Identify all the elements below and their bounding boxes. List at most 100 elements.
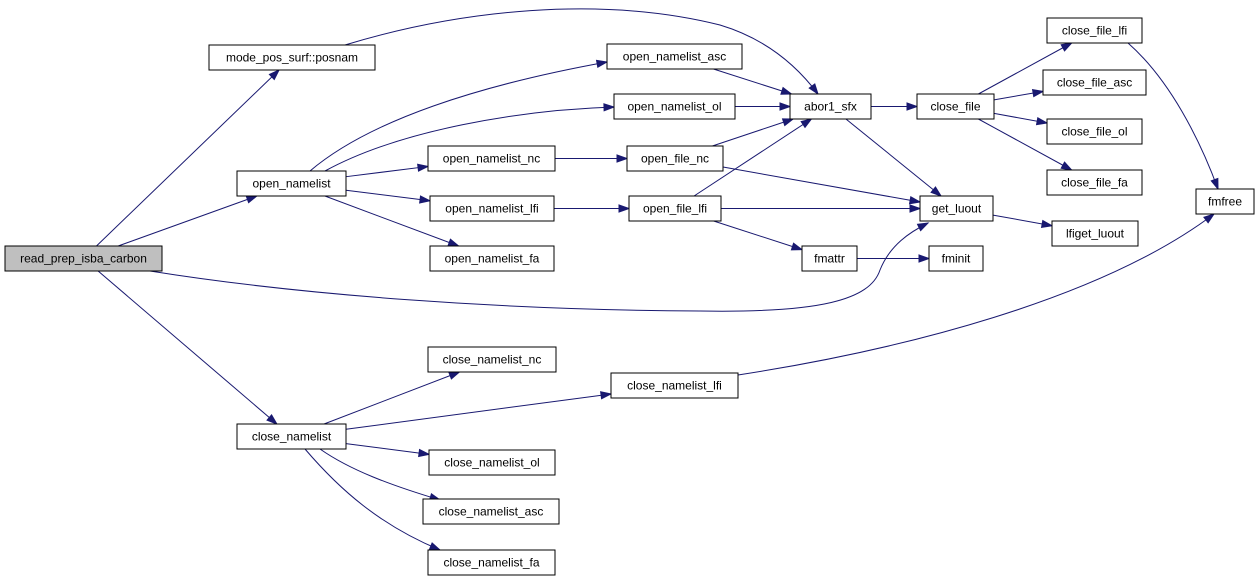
node-read-prep-isba-carbon[interactable]: read_prep_isba_carbon (4, 245, 163, 272)
node-open-namelist-fa[interactable]: open_namelist_fa (429, 245, 555, 272)
node-box[interactable] (236, 170, 347, 197)
node-box[interactable] (427, 549, 556, 576)
node-label: close_file_asc (1057, 76, 1132, 90)
node-open-namelist[interactable]: open_namelist (236, 170, 347, 197)
arrowhead (419, 195, 432, 204)
arrowhead (595, 59, 609, 69)
arrowhead (918, 254, 931, 263)
node-label: open_namelist_nc (443, 152, 540, 166)
node-label: close_namelist_ol (444, 456, 539, 470)
node-open-file-nc[interactable]: open_file_nc (626, 145, 724, 172)
edge-line (117, 195, 258, 247)
node-box[interactable] (1046, 118, 1143, 145)
edge-open_namelist-to-open_namelist_asc (309, 59, 609, 172)
node-box[interactable] (236, 423, 347, 450)
edge-read_prep_isba_carbon-to-open_namelist (117, 195, 259, 247)
node-box[interactable] (613, 93, 736, 120)
node-fminit[interactable]: fminit (928, 245, 984, 272)
node-box[interactable] (919, 195, 994, 222)
node-abor1-sfx[interactable]: abor1_sfx (789, 93, 872, 120)
arrowhead (266, 413, 279, 425)
node-close-namelist-ol[interactable]: close_namelist_ol (428, 449, 556, 476)
edge-line (1127, 42, 1219, 190)
node-mode-pos-surf-posnam[interactable]: mode_pos_surf::posnam (208, 44, 376, 71)
node-close-file-ol[interactable]: close_file_ol (1046, 118, 1143, 145)
node-box[interactable] (1042, 69, 1147, 96)
node-open-namelist-asc[interactable]: open_namelist_asc (606, 43, 743, 70)
node-close-file-fa[interactable]: close_file_fa (1046, 169, 1143, 196)
node-box[interactable] (626, 145, 724, 172)
node-box[interactable] (1046, 17, 1143, 44)
node-close-namelist-nc[interactable]: close_namelist_nc (427, 346, 557, 373)
edge-line (345, 189, 431, 202)
edge-open_file_nc-to-get_luout (722, 166, 922, 205)
node-close-file[interactable]: close_file (916, 93, 995, 120)
node-box[interactable] (4, 245, 163, 272)
edge-line (713, 220, 803, 251)
edge-mode_pos_surf_posnam-to-abor1_sfx (344, 8, 819, 96)
node-box[interactable] (208, 44, 376, 71)
arrowhead (616, 154, 629, 163)
edge-line (737, 213, 1215, 376)
node-box[interactable] (610, 372, 739, 399)
node-open-namelist-nc[interactable]: open_namelist_nc (427, 145, 556, 172)
node-open-file-lfi[interactable]: open_file_lfi (628, 195, 722, 222)
node-label: open_file_nc (641, 152, 709, 166)
node-label: close_namelist (252, 430, 332, 444)
node-get-luout[interactable]: get_luout (919, 195, 994, 222)
node-label: fmattr (814, 252, 845, 266)
node-lfiget-luout[interactable]: lfiget_luout (1051, 220, 1139, 247)
node-box[interactable] (427, 346, 557, 373)
node-box[interactable] (429, 245, 555, 272)
node-close-namelist[interactable]: close_namelist (236, 423, 347, 450)
nodes-layer: read_prep_isba_carbon mode_pos_surf::posn… (4, 17, 1255, 576)
node-box[interactable] (1046, 169, 1143, 196)
node-fmfree[interactable]: fmfree (1195, 188, 1255, 215)
edge-close_namelist-to-close_namelist_nc (323, 371, 461, 425)
edge-line (324, 106, 615, 172)
arrowhead (779, 102, 792, 111)
arrowhead (418, 448, 431, 458)
node-close-file-asc[interactable]: close_file_asc (1042, 69, 1147, 96)
edge-open_file_lfi-to-fmattr (713, 220, 804, 251)
edge-line (978, 42, 1072, 95)
node-open-namelist-lfi[interactable]: open_namelist_lfi (429, 195, 555, 222)
node-label: close_namelist_asc (439, 505, 544, 519)
node-label: open_namelist_asc (623, 50, 726, 64)
node-close-namelist-fa[interactable]: close_namelist_fa (427, 549, 556, 576)
node-box[interactable] (1195, 188, 1255, 215)
node-close-namelist-lfi[interactable]: close_namelist_lfi (610, 372, 739, 399)
edge-open_file_lfi-to-get_luout (721, 204, 922, 213)
node-box[interactable] (606, 43, 743, 70)
edge-line (323, 371, 460, 425)
arrowhead (603, 103, 616, 112)
node-box[interactable] (427, 145, 556, 172)
node-box[interactable] (428, 449, 556, 476)
node-fmattr[interactable]: fmattr (801, 245, 858, 272)
node-label: close_file (930, 100, 980, 114)
node-label: open_file_lfi (643, 202, 707, 216)
edge-open_namelist_lfi-to-open_file_lfi (554, 204, 631, 213)
arrowhead (1060, 42, 1073, 52)
arrowhead (908, 196, 922, 205)
arrowhead (781, 118, 795, 127)
arrowhead (790, 242, 804, 251)
node-label: abor1_sfx (804, 100, 857, 114)
node-box[interactable] (628, 195, 722, 222)
node-box[interactable] (422, 498, 560, 525)
node-box[interactable] (789, 93, 872, 120)
edge-line (845, 118, 942, 197)
node-box[interactable] (429, 195, 555, 222)
node-box[interactable] (928, 245, 984, 272)
node-open-namelist-ol[interactable]: open_namelist_ol (613, 93, 736, 120)
node-close-file-lfi[interactable]: close_file_lfi (1046, 17, 1143, 44)
arrowhead (930, 186, 943, 197)
edge-close_file-to-close_file_lfi (978, 42, 1073, 95)
node-close-namelist-asc[interactable]: close_namelist_asc (422, 498, 560, 525)
edge-line (324, 195, 459, 247)
node-box[interactable] (916, 93, 995, 120)
arrowhead (245, 195, 259, 204)
arrowhead (780, 86, 793, 95)
node-box[interactable] (801, 245, 858, 272)
node-box[interactable] (1051, 220, 1139, 247)
